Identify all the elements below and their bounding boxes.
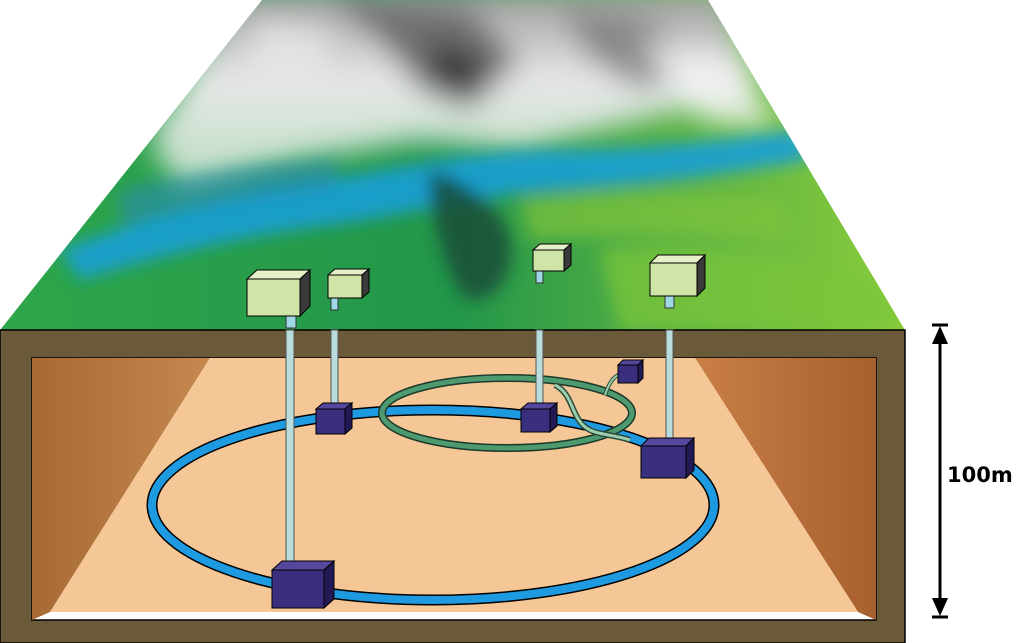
- depth-dimension-arrow: [932, 323, 948, 619]
- surface-building: [245, 268, 312, 329]
- terrain-surface: [0, 0, 905, 330]
- surface-building: [648, 253, 707, 309]
- cavern-left-wall: [32, 358, 210, 620]
- depth-label: 100m: [947, 463, 1013, 487]
- underground-chamber: [616, 358, 645, 385]
- underground-chamber: [519, 401, 559, 434]
- cavern-floor: [50, 358, 858, 612]
- underground-chamber: [314, 401, 354, 436]
- underground-chamber: [639, 436, 696, 480]
- underground-chamber: [270, 559, 336, 610]
- surface-building: [531, 242, 573, 284]
- cavern-right-wall: [695, 358, 876, 620]
- surface-building: [326, 267, 371, 311]
